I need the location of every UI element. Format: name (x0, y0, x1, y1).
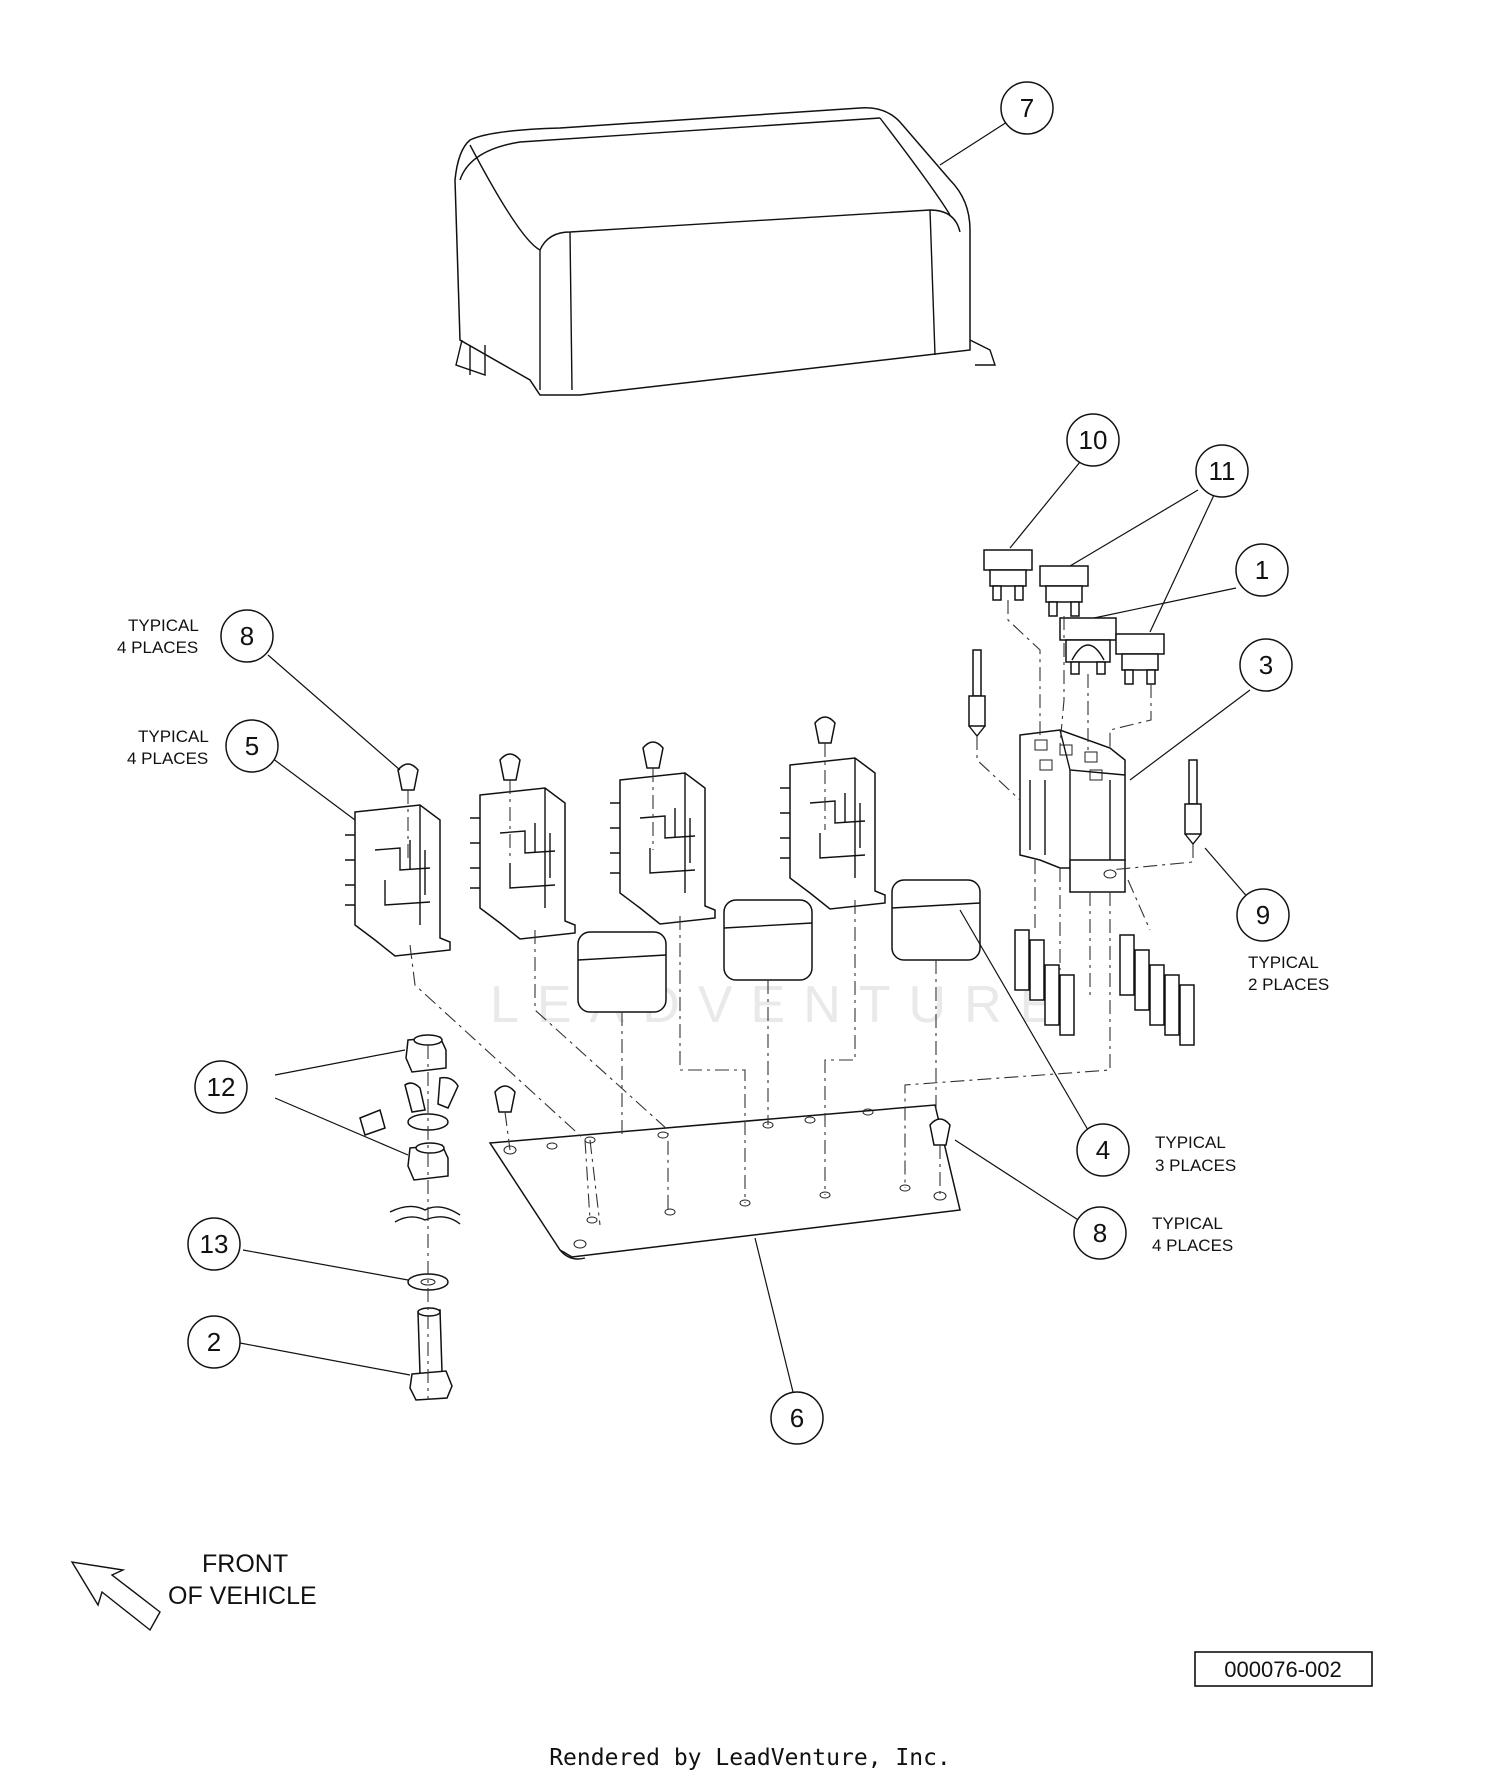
svg-text:8: 8 (240, 621, 254, 651)
relay-part-4-a (577, 931, 667, 1013)
note-8-bottom: TYPICAL 4 PLACES (1152, 1214, 1233, 1255)
note-8-top: TYPICAL 4 PLACES (117, 616, 199, 657)
relay-socket-2 (470, 787, 576, 940)
note-4: TYPICAL 3 PLACES (1155, 1133, 1236, 1175)
svg-text:2 PLACES: 2 PLACES (1248, 975, 1329, 994)
balloon-2: 2 (187, 1315, 241, 1369)
balloon-5: 5 (225, 719, 279, 773)
balloon-9: 9 (1236, 888, 1290, 942)
svg-text:13: 13 (200, 1229, 229, 1259)
svg-text:6: 6 (790, 1403, 804, 1433)
hardware-stack (359, 1034, 461, 1401)
balloon-7: 7 (1000, 81, 1054, 135)
svg-text:5: 5 (245, 731, 259, 761)
svg-text:3: 3 (1259, 650, 1273, 680)
terminals (1014, 929, 1195, 1046)
svg-text:7: 7 (1020, 93, 1034, 123)
svg-text:TYPICAL: TYPICAL (1155, 1133, 1226, 1152)
svg-text:TYPICAL: TYPICAL (128, 616, 199, 635)
relay-socket-1 (345, 804, 451, 957)
balloon-1: 1 (1235, 543, 1289, 597)
leader-lines (239, 121, 1251, 1393)
svg-text:3 PLACES: 3 PLACES (1155, 1156, 1236, 1175)
svg-text:11: 11 (1209, 456, 1236, 486)
svg-text:000076-002: 000076-002 (1224, 1657, 1341, 1682)
pin-part-9-right (1184, 759, 1202, 846)
relay-part-4-b (723, 899, 813, 981)
balloon-4: 4 (1076, 1123, 1130, 1177)
pin-part-9-left (968, 649, 986, 738)
svg-text:4 PLACES: 4 PLACES (127, 749, 208, 768)
balloon-6: 6 (770, 1391, 824, 1445)
note-5: TYPICAL 4 PLACES (127, 727, 209, 768)
balloon-12: 12 (194, 1060, 248, 1114)
assembly-centerlines (407, 600, 1194, 1400)
svg-text:TYPICAL: TYPICAL (1248, 953, 1319, 972)
balloon-8-bottom: 8 (1073, 1206, 1127, 1260)
relay-part-4-c (891, 879, 981, 961)
svg-text:1: 1 (1255, 555, 1269, 585)
balloon-11: 11 (1195, 444, 1249, 498)
svg-text:4 PLACES: 4 PLACES (1152, 1236, 1233, 1255)
svg-text:9: 9 (1256, 900, 1270, 930)
balloon-10: 10 (1066, 413, 1120, 467)
fuse-10 (983, 549, 1033, 601)
svg-text:2: 2 (207, 1327, 221, 1357)
svg-text:FRONT: FRONT (202, 1550, 288, 1578)
svg-text:8: 8 (1093, 1218, 1107, 1248)
relay-socket-4 (780, 757, 886, 910)
fuse-11-b (1115, 633, 1165, 685)
note-9: TYPICAL 2 PLACES (1248, 953, 1329, 994)
fuse-11-a (1039, 565, 1089, 617)
pins-part-8-top (397, 716, 836, 791)
cover-part-7 (454, 107, 996, 396)
svg-text:10: 10 (1079, 425, 1108, 455)
svg-text:4 PLACES: 4 PLACES (117, 638, 198, 657)
footer-credit: Rendered by LeadVenture, Inc. (549, 1745, 951, 1771)
svg-text:TYPICAL: TYPICAL (138, 727, 209, 746)
drawing-number-box: 000076-002 (1194, 1651, 1373, 1687)
arrow-icon (70, 1561, 161, 1632)
front-of-vehicle-indicator: FRONT OF VEHICLE (70, 1550, 317, 1632)
svg-text:OF VEHICLE: OF VEHICLE (168, 1582, 317, 1610)
svg-text:4: 4 (1096, 1135, 1110, 1165)
svg-text:12: 12 (207, 1072, 236, 1102)
base-plate-part-6 (488, 1104, 961, 1260)
balloon-3: 3 (1239, 638, 1293, 692)
svg-text:TYPICAL: TYPICAL (1152, 1214, 1223, 1233)
fuse-block-part-3 (1019, 729, 1126, 893)
balloon-8-top: 8 (220, 609, 274, 663)
pins-part-8-bottom (494, 1085, 951, 1146)
balloon-13: 13 (187, 1217, 241, 1271)
relay-socket-3 (610, 772, 716, 925)
fuse-1-spare (1059, 617, 1117, 675)
